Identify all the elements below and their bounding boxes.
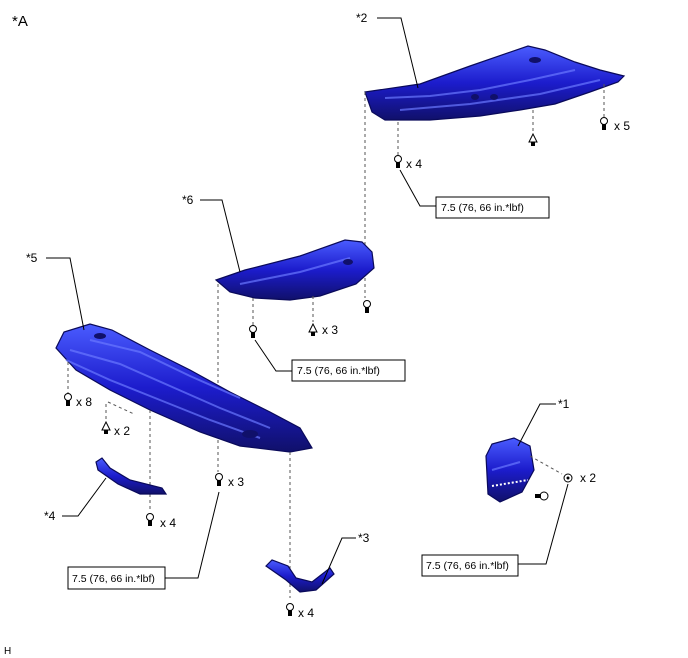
callout-1-leader xyxy=(517,403,556,447)
svg-text:7.5 (76, 66 in.*lbf): 7.5 (76, 66 in.*lbf) xyxy=(441,202,524,214)
svg-text:7.5 (76, 66 in.*lbf): 7.5 (76, 66 in.*lbf) xyxy=(297,365,380,377)
svg-text:7.5 (76, 66 in.*lbf): 7.5 (76, 66 in.*lbf) xyxy=(72,573,155,585)
callout-2: *2 xyxy=(356,11,368,25)
qty-left-clip: x 2 xyxy=(114,424,130,438)
diagram-id-label: *A xyxy=(12,13,28,30)
part-3-bracket xyxy=(265,559,335,593)
part-5-front-undercover xyxy=(55,323,313,453)
qty-bottom-center: x 4 xyxy=(298,606,314,620)
clip-icon xyxy=(101,420,111,434)
callout-1: *1 xyxy=(558,397,570,411)
qty-left-bottom: x 4 xyxy=(160,516,176,530)
qty-center-bolt: x 3 xyxy=(228,475,244,489)
callout-5: *5 xyxy=(26,251,38,265)
part-1-side-cover xyxy=(485,437,535,503)
callout-3-leader xyxy=(321,537,356,585)
callout-6: *6 xyxy=(182,193,194,207)
bolt-icon xyxy=(249,325,257,338)
bolt-icon xyxy=(286,603,294,616)
part-4-bracket xyxy=(95,457,168,495)
qty-right-part: x 2 xyxy=(580,471,596,485)
bolt-icon xyxy=(215,473,223,486)
qty-top-left: x 4 xyxy=(406,157,422,171)
torque-box-4: 7.5 (76, 66 in.*lbf) xyxy=(421,554,519,577)
callout-4: *4 xyxy=(44,509,56,523)
qty-top-right: x 5 xyxy=(614,119,630,133)
bolt-icon xyxy=(394,155,402,168)
bolt-icon xyxy=(600,117,608,130)
callout-3: *3 xyxy=(358,531,370,545)
torque-box-3: 7.5 (76, 66 in.*lbf) xyxy=(67,566,166,590)
qty-mid-clip: x 3 xyxy=(322,323,338,337)
callout-2-leader xyxy=(377,17,419,89)
bolt-icon xyxy=(563,473,573,483)
callout-6-leader xyxy=(200,199,241,273)
bolt-icon xyxy=(64,393,72,406)
torque-box-2: 7.5 (76, 66 in.*lbf) xyxy=(291,359,406,382)
qty-left-bolt: x 8 xyxy=(76,395,92,409)
part-2-rear-undercover xyxy=(364,45,626,121)
bolt-icon xyxy=(146,513,154,526)
clip-icon xyxy=(528,132,538,146)
svg-text:7.5 (76, 66 in.*lbf): 7.5 (76, 66 in.*lbf) xyxy=(426,560,509,572)
callout-5-leader xyxy=(46,257,85,331)
callout-4-leader xyxy=(62,477,107,517)
bolt-icon xyxy=(535,491,549,501)
bolt-icon xyxy=(363,300,371,313)
part-6-center-undercover xyxy=(214,239,375,301)
torque-box-1: 7.5 (76, 66 in.*lbf) xyxy=(435,196,550,219)
clip-icon xyxy=(308,322,318,336)
footer-mark: H xyxy=(4,646,11,657)
